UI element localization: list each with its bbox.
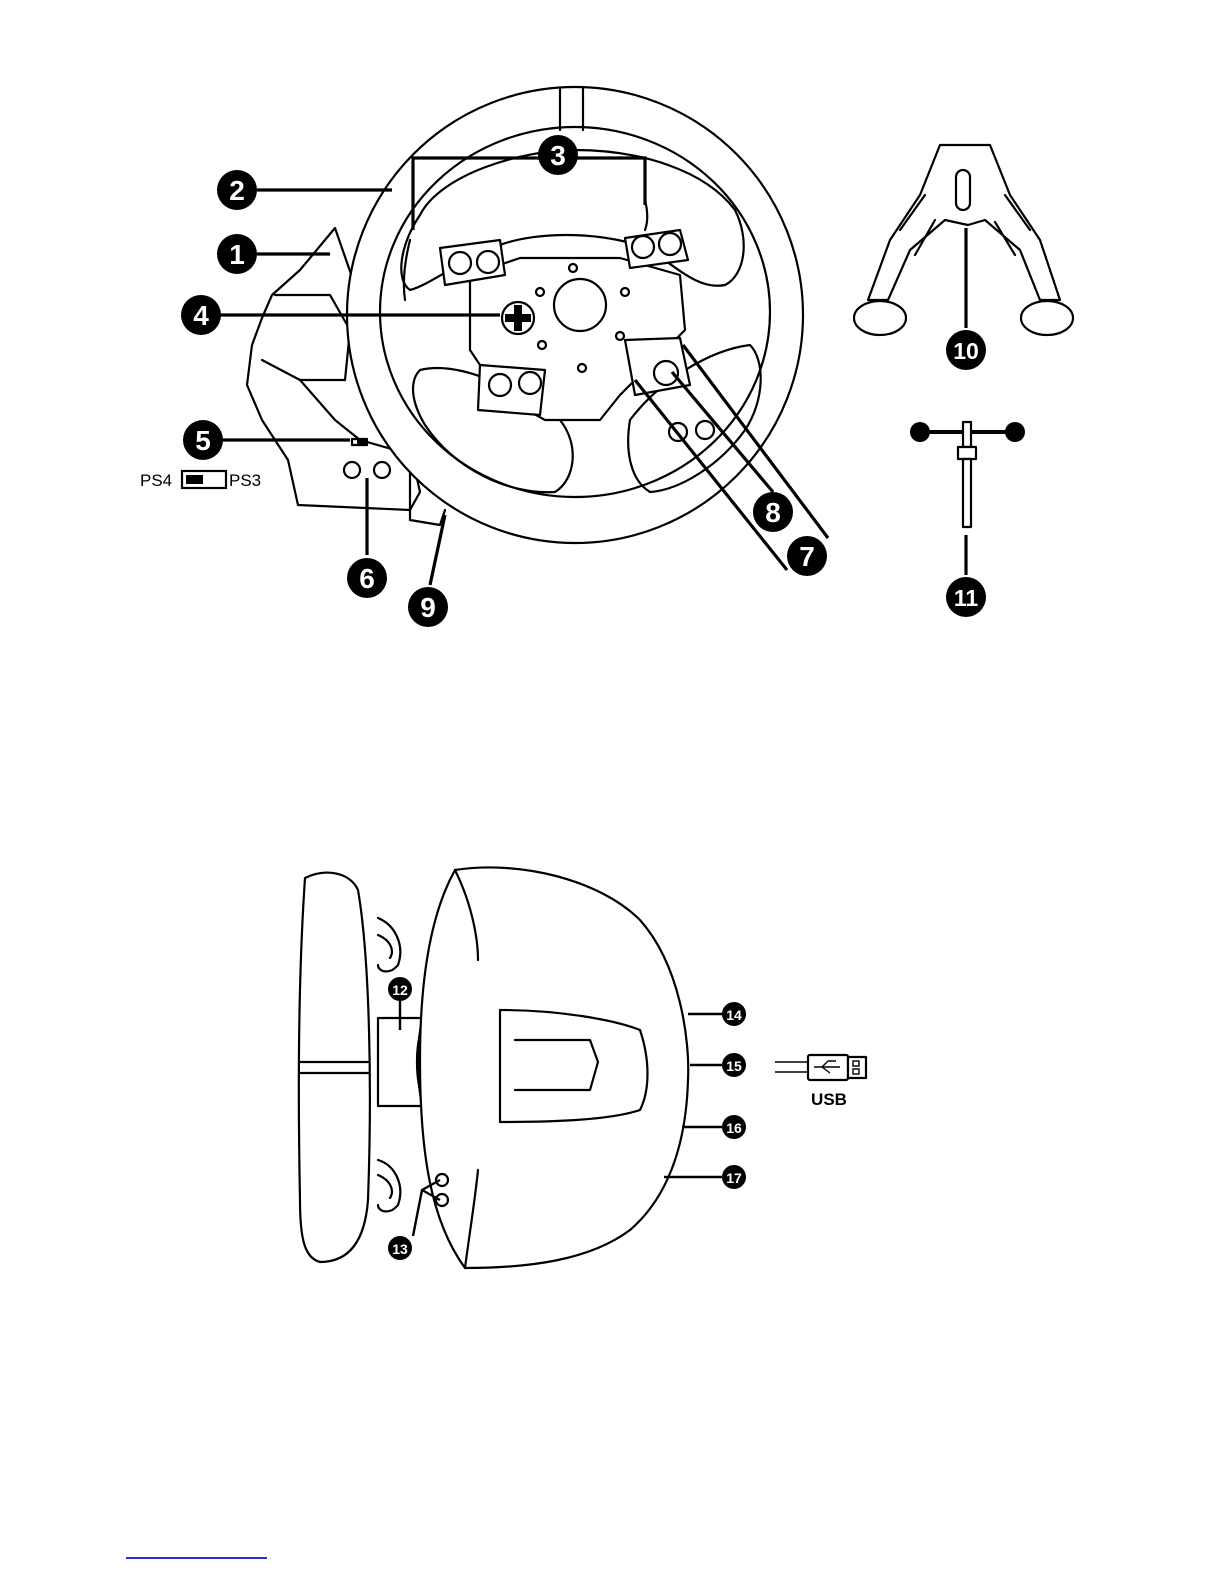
svg-text:4: 4 [193,300,209,331]
svg-text:5: 5 [195,425,211,456]
callout-16: 16 [722,1115,746,1139]
footer-rule [126,1557,267,1559]
callout-9: 9 [408,587,448,627]
switch-label-ps4: PS4 [140,471,172,490]
usb-connector: USB [775,1055,866,1109]
svg-text:16: 16 [726,1120,742,1136]
wheel-hub-center [554,279,606,331]
callout-11: 11 [946,577,986,617]
callout-14: 14 [722,1002,746,1026]
front-view-illustration: PS4 PS3 1 2 3 4 5 6 7 8 9 10 11 [140,87,1073,627]
clamp-accessory [910,422,1025,527]
callout-5: 5 [183,420,223,460]
mode-switch-legend: PS4 PS3 [140,471,261,490]
svg-text:1: 1 [229,239,245,270]
callout-6: 6 [347,558,387,598]
callout-15: 15 [722,1053,746,1077]
svg-text:6: 6 [359,563,375,594]
side-base-housing [420,867,688,1268]
callout-7: 7 [787,536,827,576]
svg-text:3: 3 [550,140,566,171]
usb-label: USB [811,1090,847,1109]
callout-3: 3 [538,135,578,175]
stand-accessory [854,145,1073,335]
svg-text:13: 13 [392,1241,408,1257]
svg-text:10: 10 [953,338,979,364]
svg-text:17: 17 [726,1170,742,1186]
svg-text:8: 8 [765,497,781,528]
callout-4: 4 [181,295,221,335]
svg-text:15: 15 [726,1058,742,1074]
callout-2: 2 [217,170,257,210]
svg-text:2: 2 [229,175,245,206]
svg-text:9: 9 [420,592,436,623]
switch-label-ps3: PS3 [229,471,261,490]
svg-text:12: 12 [392,982,408,998]
callout-17: 17 [722,1165,746,1189]
callout-10: 10 [946,330,986,370]
svg-text:11: 11 [954,585,979,611]
callout-12: 12 [388,977,412,1001]
base-button-left [344,462,360,478]
callout-8: 8 [753,492,793,532]
base-button-right [374,462,390,478]
callout-1: 1 [217,234,257,274]
side-view-illustration: USB 12 13 14 15 16 17 [299,867,866,1268]
svg-text:7: 7 [799,541,815,572]
callout-13: 13 [388,1236,412,1260]
svg-text:14: 14 [726,1007,742,1023]
